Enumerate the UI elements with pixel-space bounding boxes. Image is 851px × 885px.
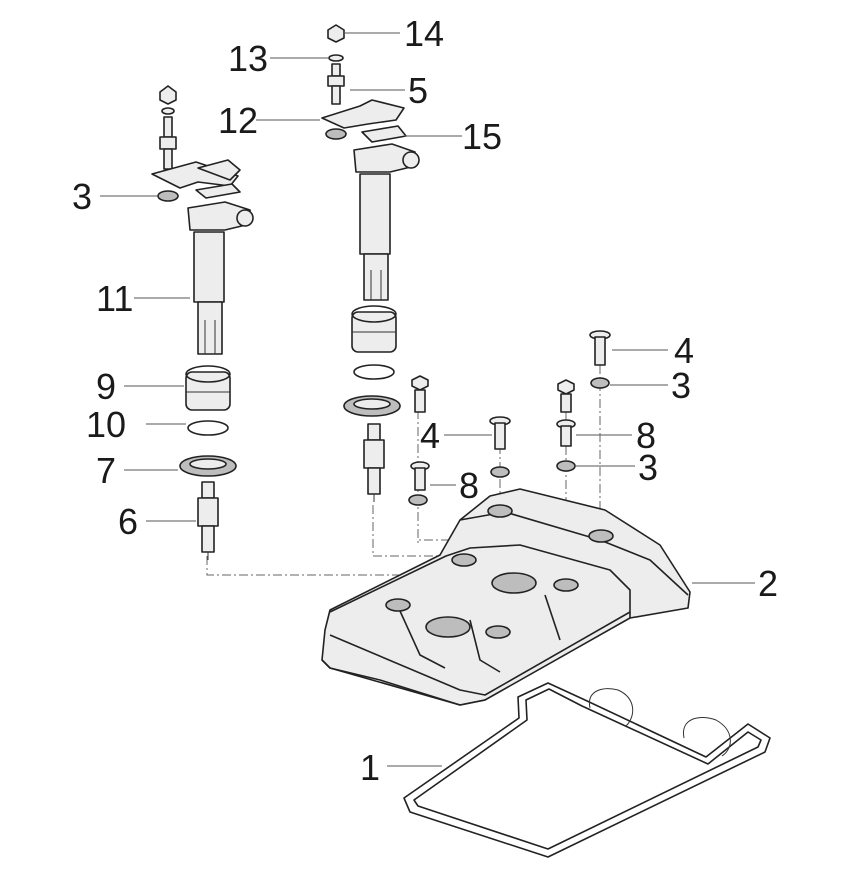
label-1: 1 [360, 747, 380, 788]
label-3b: 3 [671, 365, 691, 406]
label-4a: 4 [674, 330, 694, 371]
cover-fasteners [408, 330, 611, 506]
label-4b: 4 [420, 415, 440, 456]
label-15: 15 [462, 116, 502, 157]
label-2: 2 [758, 563, 778, 604]
left-coil-assembly [151, 85, 254, 560]
label-6: 6 [118, 501, 138, 542]
label-9: 9 [96, 366, 116, 407]
right-coil-assembly [321, 24, 420, 502]
label-3c: 3 [638, 447, 658, 488]
leader-lines [100, 32, 755, 767]
label-14: 14 [404, 13, 444, 54]
label-7: 7 [96, 450, 116, 491]
label-8b: 8 [459, 465, 479, 506]
cylinder-head-cover-part-2 [321, 488, 691, 706]
label-13: 13 [228, 38, 268, 79]
label-8a: 8 [636, 415, 656, 456]
gasket-part-1 [403, 682, 771, 858]
label-3a: 3 [72, 176, 92, 217]
label-10: 10 [86, 404, 126, 445]
label-5: 5 [408, 70, 428, 111]
label-11: 11 [96, 278, 133, 319]
label-12: 12 [218, 100, 258, 141]
callout-labels: 1 2 3 3 3 4 4 5 6 7 8 8 9 10 11 12 13 14… [72, 13, 778, 788]
